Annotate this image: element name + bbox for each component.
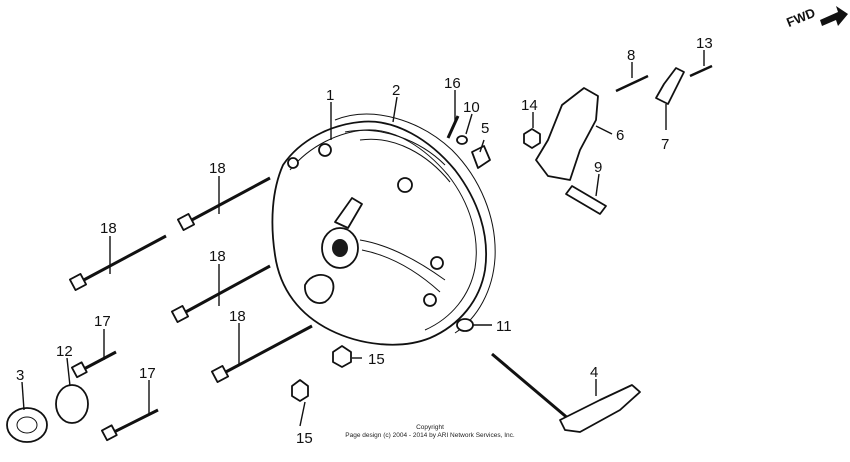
cover-gasket-part[interactable]	[334, 113, 496, 334]
callout-15a: 15	[368, 351, 385, 368]
callout-11: 11	[496, 318, 512, 335]
callout-14: 14	[521, 97, 538, 114]
plate-7[interactable]	[655, 67, 685, 105]
flange-bolt-18b[interactable]	[68, 234, 167, 292]
flange-bolt-18d[interactable]	[210, 324, 313, 384]
leader-lines	[21, 50, 705, 427]
callout-12: 12	[56, 343, 73, 360]
flange-bolt-18c[interactable]	[170, 264, 271, 324]
copyright-line-2: Page design (c) 2004 - 2014 by ARI Netwo…	[345, 432, 515, 439]
callout-18d: 18	[229, 308, 246, 325]
pin-16[interactable]	[446, 115, 460, 139]
shift-arm-4[interactable]	[491, 352, 641, 433]
callout-6: 6	[616, 127, 624, 144]
callout-18c: 18	[209, 248, 226, 265]
callout-8: 8	[627, 47, 635, 64]
callout-17a: 17	[94, 313, 111, 330]
callout-10: 10	[463, 99, 480, 116]
pin-9[interactable]	[565, 185, 607, 215]
forward-arrow-icon	[820, 6, 848, 26]
copyright-line-1: Copyright	[416, 424, 444, 431]
callout-15b: 15	[296, 430, 313, 447]
nut-15b[interactable]	[291, 379, 309, 402]
callout-3: 3	[16, 367, 24, 384]
callout-18b: 18	[100, 220, 117, 237]
bushing-5[interactable]	[471, 145, 491, 169]
nut-14[interactable]	[523, 128, 541, 149]
rear-cover-part[interactable]	[271, 120, 487, 346]
callout-16: 16	[444, 75, 461, 92]
callout-1: 1	[326, 87, 334, 104]
bolt-17b[interactable]	[100, 408, 159, 442]
callout-17b: 17	[139, 365, 156, 382]
callout-18a: 18	[209, 160, 226, 177]
callout-2: 2	[392, 82, 400, 99]
spring-10[interactable]	[456, 135, 468, 145]
collar-11[interactable]	[456, 318, 474, 332]
cap-3[interactable]	[6, 407, 48, 443]
callout-7: 7	[661, 136, 669, 153]
callout-5: 5	[481, 120, 489, 137]
callout-9: 9	[594, 159, 602, 176]
callout-13: 13	[696, 35, 713, 52]
callout-4: 4	[590, 364, 598, 381]
bolt-17a[interactable]	[70, 350, 117, 379]
copyright-notice: Copyright Page design (c) 2004 - 2014 by…	[330, 424, 530, 440]
nut-15a[interactable]	[332, 345, 352, 368]
bolt-8[interactable]	[615, 74, 649, 93]
flange-bolt-18a[interactable]	[176, 176, 271, 232]
bolt-13[interactable]	[689, 64, 713, 78]
o-ring-12[interactable]	[55, 384, 89, 424]
bracket-6[interactable]	[535, 87, 599, 181]
